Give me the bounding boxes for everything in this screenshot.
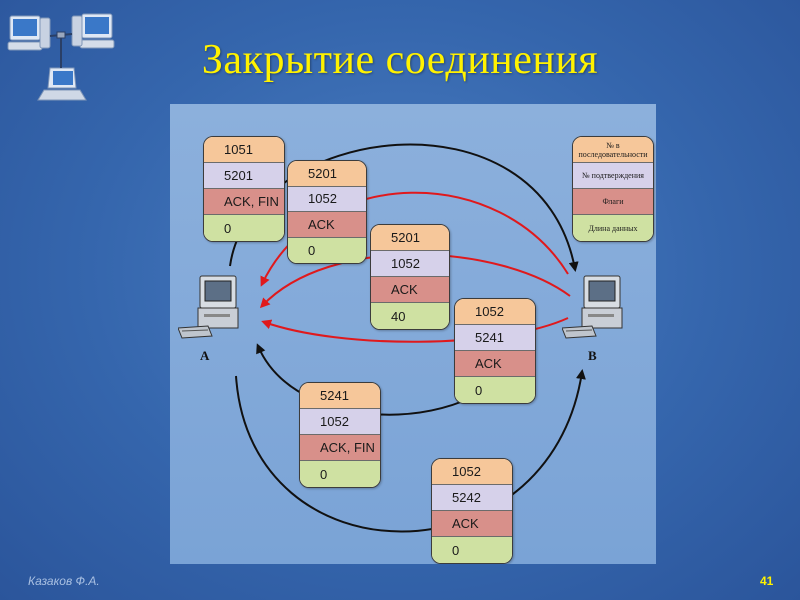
node-label-b: B <box>588 348 597 363</box>
packet-seq: 5201 <box>371 225 449 251</box>
packet-flags: ACK <box>371 277 449 303</box>
packet-seq: 1051 <box>204 137 284 163</box>
diagram-panel: A B № в последовательности № подтвержден… <box>170 104 656 564</box>
packet-6: 1052 5242 ACK 0 <box>431 458 513 564</box>
packet-1: 1051 5201 ACK, FIN 0 <box>203 136 285 242</box>
packet-ack: 1052 <box>300 409 380 435</box>
page-number: 41 <box>760 574 774 588</box>
footer-author: Казаков Ф.А. <box>28 574 100 588</box>
legend-ack: № подтверждения <box>573 163 653 189</box>
packet-3: 5201 1052 ACK 40 <box>370 224 450 330</box>
legend-flags: Флаги <box>573 189 653 215</box>
packet-flags: ACK <box>432 511 512 537</box>
computer-b-icon <box>562 275 623 339</box>
packet-ack: 5241 <box>455 325 535 351</box>
arrow-a-to-b-bottom <box>235 369 586 533</box>
packet-flags: ACK <box>455 351 535 377</box>
node-label-a: A <box>200 348 210 363</box>
packet-seq: 1052 <box>455 299 535 325</box>
packet-ack: 5201 <box>204 163 284 189</box>
legend-box: № в последовательности № подтверждения Ф… <box>572 136 654 242</box>
packet-ack: 1052 <box>288 186 366 212</box>
packet-4: 1052 5241 ACK 0 <box>454 298 536 404</box>
legend-len: Длина данных <box>573 215 653 241</box>
packet-2: 5201 1052 ACK 0 <box>287 160 367 264</box>
arrow-b-to-a-3 <box>261 317 569 343</box>
packet-len: 0 <box>288 237 366 263</box>
packet-ack: 1052 <box>371 251 449 277</box>
packet-len: 0 <box>432 537 512 563</box>
packet-len: 0 <box>455 377 535 403</box>
packet-len: 40 <box>371 303 449 329</box>
slide-title: Закрытие соединения <box>201 37 599 83</box>
computer-a-icon <box>178 275 239 339</box>
packet-len: 0 <box>300 461 380 487</box>
packet-flags: ACK, FIN <box>204 189 284 215</box>
packet-flags: ACK, FIN <box>300 435 380 461</box>
legend-seq: № в последовательности <box>573 137 653 163</box>
packet-ack: 5242 <box>432 485 512 511</box>
packet-flags: ACK <box>288 212 366 238</box>
packet-5: 5241 1052 ACK, FIN 0 <box>299 382 381 488</box>
network-logo-icon <box>7 13 115 101</box>
packet-seq: 5241 <box>300 383 380 409</box>
packet-seq: 5201 <box>288 161 366 187</box>
packet-seq: 1052 <box>432 459 512 485</box>
packet-len: 0 <box>204 215 284 241</box>
